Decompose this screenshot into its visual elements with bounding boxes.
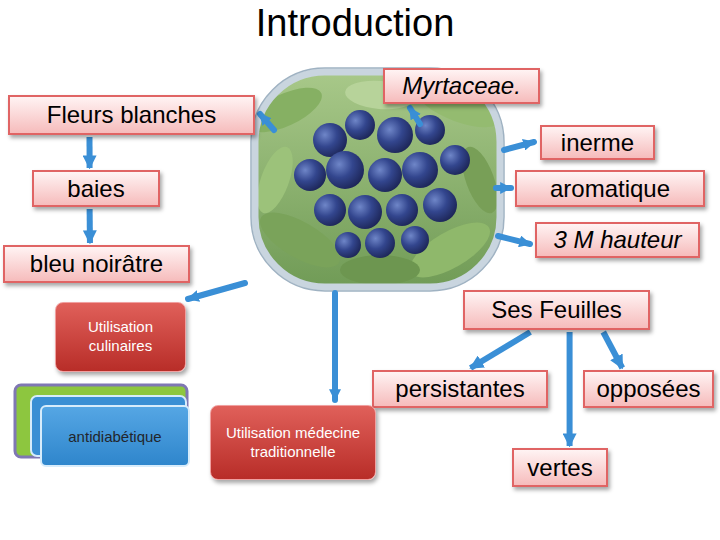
box-label: inerme xyxy=(561,129,634,157)
arrow-to-culinaires xyxy=(188,283,245,299)
box-content: opposées xyxy=(596,375,700,403)
box-content: inerme xyxy=(561,129,634,157)
feature-box: Fleurs blanches xyxy=(8,95,255,135)
family-box: Myrtaceae. xyxy=(383,68,540,104)
box-label: persistantes xyxy=(395,375,524,403)
box-content: baies xyxy=(67,175,124,203)
box-label: 3 M hauteur xyxy=(553,226,681,254)
leaves-box: Ses Feuilles xyxy=(463,290,650,330)
flow-arrow xyxy=(603,332,622,368)
box-content: Myrtaceae. xyxy=(402,72,521,100)
feature-box: aromatique xyxy=(515,170,705,207)
arrow-to-aromatique xyxy=(496,185,511,191)
slide-title: Introduction xyxy=(0,2,710,45)
arrow-to-inerme xyxy=(504,142,534,150)
feature-box: inerme xyxy=(540,125,655,160)
box-content: Fleurs blanches xyxy=(47,101,216,129)
flow-arrow xyxy=(87,209,93,243)
leaf-trait-box: vertes xyxy=(512,448,608,487)
box-content: bleu noirâtre xyxy=(30,250,163,278)
box-label: Utilisation médecine traditionnelle xyxy=(219,424,367,462)
box-label: opposées xyxy=(596,375,700,403)
box-label: Ses Feuilles xyxy=(491,296,622,324)
box-content: antidiabétique xyxy=(68,428,161,445)
box-label: Utilisation culinaires xyxy=(64,318,177,356)
box-label: vertes xyxy=(527,454,592,482)
box-content: Utilisation culinaires xyxy=(64,318,177,356)
box-content: Ses Feuilles xyxy=(491,296,622,324)
box-label: bleu noirâtre xyxy=(30,250,163,278)
box-label: Myrtaceae. xyxy=(402,72,521,100)
box-label: antidiabétique xyxy=(68,428,161,445)
box-content: Utilisation médecine traditionnelle xyxy=(219,424,367,462)
arrow-to-medecine xyxy=(332,293,338,400)
arrow-to-hauteur xyxy=(498,236,530,244)
box-content: vertes xyxy=(527,454,592,482)
feature-box: baies xyxy=(32,170,160,207)
flow-arrow xyxy=(87,137,93,168)
box-label: baies xyxy=(67,175,124,203)
feature-box: 3 M hauteur xyxy=(535,222,700,258)
arrow-to-fleurs xyxy=(260,114,274,130)
box-label: Fleurs blanches xyxy=(47,101,216,129)
box-content: persistantes xyxy=(395,375,524,403)
box-content: 3 M hauteur xyxy=(553,226,681,254)
flow-arrow xyxy=(567,332,573,446)
use-box: Utilisation culinaires xyxy=(55,302,186,372)
box-label: aromatique xyxy=(550,175,670,203)
arrow-to-myrtaceae xyxy=(410,108,420,124)
property-box: antidiabétique xyxy=(40,405,190,467)
leaf-trait-box: opposées xyxy=(583,370,714,408)
flow-arrow xyxy=(471,332,531,368)
leaf-trait-box: persistantes xyxy=(372,370,548,408)
box-content: aromatique xyxy=(550,175,670,203)
use-box: Utilisation médecine traditionnelle xyxy=(210,405,376,480)
photo-arrows xyxy=(188,108,534,400)
feature-box: bleu noirâtre xyxy=(3,245,190,283)
